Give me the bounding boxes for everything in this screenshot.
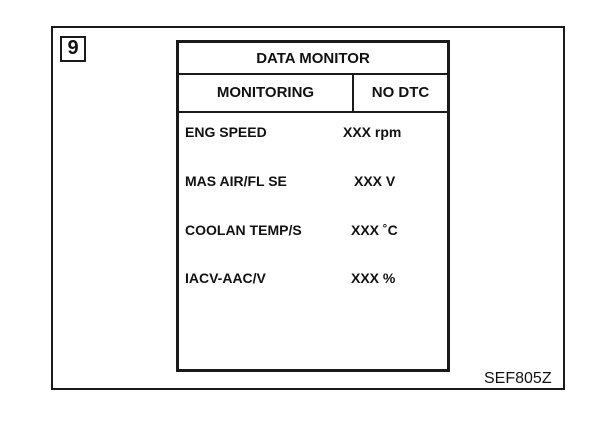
dtc-status: NO DTC <box>371 84 430 101</box>
monitor-item-mas-air-flow: MAS AIR/FL SE XXX V <box>179 169 447 193</box>
figure-frame <box>51 26 565 390</box>
monitor-item-coolant-temp: COOLAN TEMP/S XXX ˚C <box>179 218 447 242</box>
status-bar: MONITORING NO DTC <box>179 75 447 113</box>
figure-code: SEF805Z <box>484 370 552 387</box>
monitor-item-eng-speed: ENG SPEED XXX rpm <box>179 120 447 144</box>
screen-title: DATA MONITOR <box>179 43 447 75</box>
item-label: ENG SPEED <box>185 124 267 140</box>
item-value: XXX ˚C <box>351 222 398 238</box>
item-value: XXX V <box>354 173 396 189</box>
item-value: XXX rpm <box>343 124 402 140</box>
item-label: MAS AIR/FL SE <box>185 173 287 189</box>
step-number-badge: 9 <box>60 36 86 62</box>
monitor-item-iacv-aac: IACV-AAC/V XXX % <box>179 266 447 290</box>
monitoring-status: MONITORING <box>179 75 354 111</box>
item-label: IACV-AAC/V <box>185 270 266 286</box>
item-label: COOLAN TEMP/S <box>185 222 302 238</box>
item-value: XXX % <box>351 270 396 286</box>
data-monitor-screen: DATA MONITOR MONITORING NO DTC ENG SPEED… <box>176 40 450 372</box>
